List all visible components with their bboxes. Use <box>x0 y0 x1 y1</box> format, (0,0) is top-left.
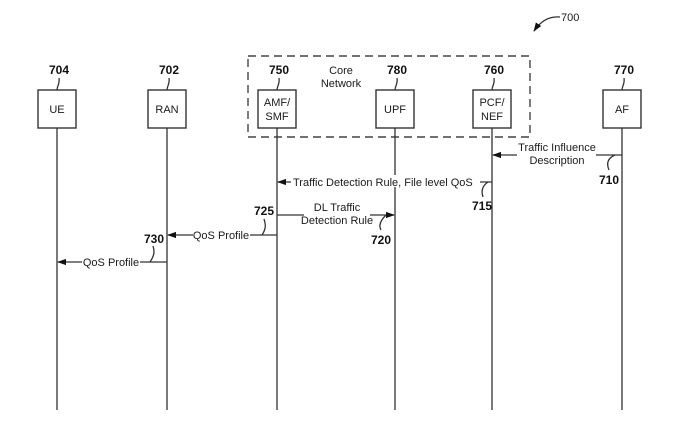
entity-ref-number: 760 <box>484 63 504 77</box>
core-network-label-line2: Network <box>321 78 362 90</box>
entity-ref-number: 770 <box>614 63 634 77</box>
figure-number: 700 <box>533 12 579 32</box>
message-label: QoS Profile <box>83 257 139 269</box>
message-label-line1: DL Traffic <box>314 202 361 214</box>
entity-label: UPF <box>384 104 406 116</box>
ref-leader <box>276 77 280 91</box>
message-label-line2: Description <box>529 155 584 167</box>
entity-af: AF 770 <box>602 63 642 410</box>
entity-label: AF <box>615 104 629 116</box>
entity-box-ue <box>37 89 77 129</box>
entity-ue: UE 704 <box>37 63 77 410</box>
ref-leader <box>491 77 495 91</box>
message-ref-number: 720 <box>371 233 391 247</box>
entity-ref-number: 704 <box>49 63 69 77</box>
entity-label-line1: PCF/ <box>479 97 505 109</box>
message-715: Traffic Detection Rule, File level QoS 71… <box>277 175 492 213</box>
ref-leader <box>166 77 170 91</box>
message-ref-number: 715 <box>472 199 492 213</box>
message-ref-number: 730 <box>144 232 164 246</box>
entity-ref-number: 780 <box>387 63 407 77</box>
entity-box-af <box>602 89 642 129</box>
message-label: Traffic Detection Rule, File level QoS <box>293 177 473 189</box>
message-label: QoS Profile <box>193 230 249 242</box>
ref-leader <box>379 214 387 231</box>
ref-leader <box>261 218 266 236</box>
entity-amf_smf: AMF/SMF 750 <box>257 63 297 410</box>
entity-box-pcf_nef <box>472 89 512 129</box>
message-730: QoS Profile 730 <box>57 232 167 269</box>
entity-ref-number: 702 <box>159 63 179 77</box>
message-ref-number: 710 <box>599 173 619 187</box>
entity-ran: RAN 702 <box>147 63 187 410</box>
ref-leader <box>394 77 398 91</box>
figure-pointer-arrow-icon <box>533 16 561 32</box>
ref-leader <box>56 77 60 91</box>
ref-leader <box>621 77 625 91</box>
entity-label: UE <box>49 104 64 116</box>
core-network-group: Core Network <box>247 55 531 138</box>
message-ref-number: 725 <box>254 204 274 218</box>
entity-ref-number: 750 <box>269 63 289 77</box>
entity-label-line2: NEF <box>481 111 503 123</box>
entity-pcf_nef: PCF/NEF 760 <box>472 63 512 410</box>
message-label-line1: Traffic Influence <box>518 142 596 154</box>
core-network-label-line1: Core <box>329 65 353 77</box>
entity-label-line2: SMF <box>265 111 289 123</box>
ref-leader <box>607 154 616 171</box>
entity-label: RAN <box>155 104 178 116</box>
message-label-bg <box>291 175 480 187</box>
entity-label-line1: AMF/ <box>264 97 291 109</box>
ref-leader <box>149 245 155 263</box>
figure-number-label: 700 <box>561 12 579 24</box>
ref-leader <box>481 181 489 198</box>
message-725: QoS Profile 725 <box>167 204 277 242</box>
message-label-line2: Detection Rule <box>301 215 373 227</box>
entity-box-upf <box>375 89 415 129</box>
entity-upf: UPF 780 <box>375 63 415 410</box>
